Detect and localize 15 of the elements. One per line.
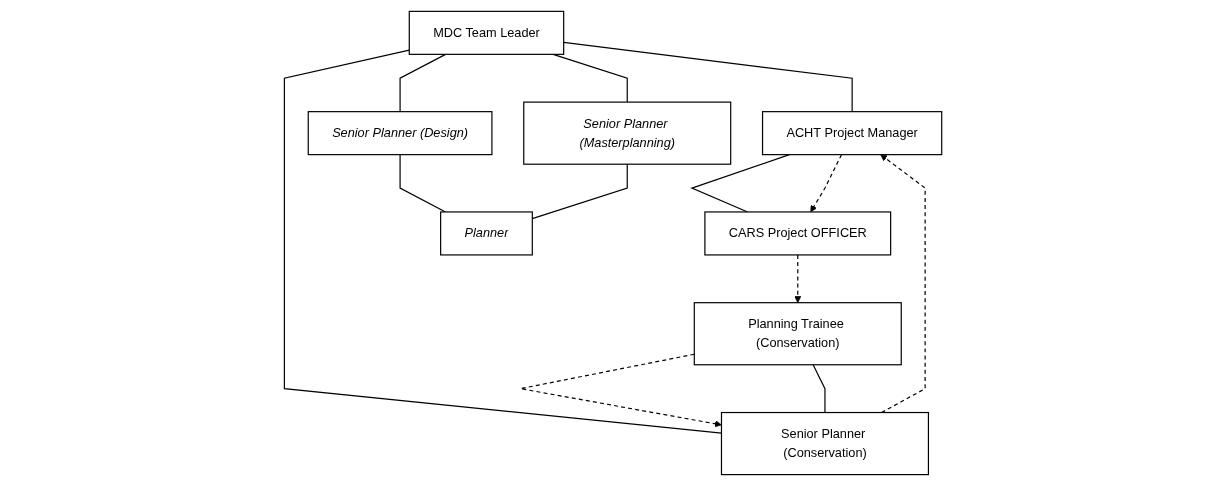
node-box: Planning Trainee (Conservation) bbox=[693, 302, 902, 366]
arrow bbox=[880, 154, 926, 414]
arrow bbox=[794, 254, 802, 303]
node-box: CARS Project OFFICER bbox=[704, 211, 892, 256]
node-box: Planner bbox=[440, 211, 533, 256]
arrow bbox=[810, 154, 843, 213]
node-box: ACHT Project Manager bbox=[761, 111, 943, 156]
node-box: MDC Team Leader bbox=[408, 10, 565, 55]
node-box: Senior Planner (Design) bbox=[307, 111, 493, 156]
connector bbox=[690, 154, 790, 213]
connector bbox=[812, 364, 826, 414]
node-box: Senior Planner (Masterplanning) bbox=[523, 101, 732, 165]
arrow bbox=[519, 353, 722, 428]
connector bbox=[563, 41, 853, 113]
node-box: Senior Planner (Conservation) bbox=[720, 411, 929, 476]
